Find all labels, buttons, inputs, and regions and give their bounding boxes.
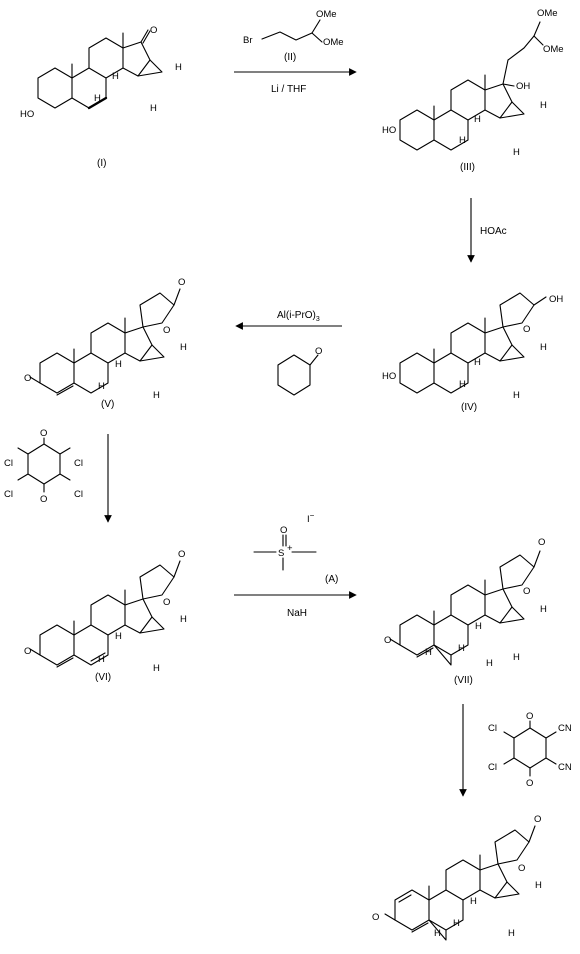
step1-conditions: Li / THF [271,84,306,95]
compound-VII-o-a: O [384,635,391,646]
compound-V-h1: H [115,359,122,370]
compound-V-label: (V) [101,399,114,410]
compound-III-h2: H [459,135,466,146]
ddq-o2: O [526,778,533,789]
compound-VI-h3: H [153,663,160,674]
compound-IV-o: O [523,324,530,335]
ddq-o1: O [526,711,533,722]
compound-V-o-keto: O [178,277,185,288]
final-o-ring: O [518,863,525,874]
compound-VI-structure [29,560,181,668]
compound-VII-h6: H [486,658,493,669]
compound-III-ho: HO [382,125,396,136]
compound-IV-oh: OH [549,294,563,305]
compound-VI-h4: H [180,614,187,625]
chloranil-structure [17,437,71,493]
compound-I-h1: H [112,71,119,82]
compound-IV-label: (IV) [461,402,477,413]
compound-VII-h2: H [458,643,465,654]
compound-IV-h3: H [513,390,520,401]
reagent-II-label: (II) [284,52,296,63]
reagent-II-ome1: OMe [316,9,337,20]
compound-I-ho: HO [20,109,34,120]
compound-V-o-ring: O [163,325,170,336]
step3-reagent: Al(i-PrO)3 [277,310,320,323]
compound-IV-h2: H [459,379,466,390]
reagent-A-s: S [278,548,284,559]
reagent-II-br: Br [243,35,253,46]
compound-IV-ho: HO [382,371,396,382]
ddq-cl2: Cl [488,762,497,773]
compound-V-h3: H [153,390,160,401]
compound-III-ome2: OMe [543,44,564,55]
cyclohexanone-structure [277,354,319,396]
compound-III-h1: H [474,114,481,125]
ddq-structure [503,720,557,777]
compound-V-o-a: O [24,373,31,384]
compound-I-h4: H [175,62,182,73]
final-o-keto: O [534,814,541,825]
ddq-cn2: CN [558,762,572,773]
compound-VII-h4: H [540,604,547,615]
compound-VII-h5: H [425,647,432,658]
compound-VII-h3: H [513,652,520,663]
compound-VII-label: (VII) [454,675,473,686]
chloranil-cl3: Cl [4,489,13,500]
reagent-A-plus: + [287,543,293,554]
final-h4: H [535,880,542,891]
final-o-a: O [372,912,379,923]
cyclohexanone-o: O [315,346,322,357]
ddq-cl1: Cl [488,723,497,734]
compound-VI-label: (VI) [95,672,111,683]
compound-V-h2: H [98,381,105,392]
final-product-structure [384,825,536,941]
compound-V-h4: H [180,342,187,353]
chloranil-cl4: Cl [74,489,83,500]
compound-VII-o-ring: O [523,586,530,597]
reagent-A-o: O [280,525,287,536]
final-h1: H [470,896,477,907]
final-h2: H [453,918,460,929]
compound-IV-h4: H [540,342,547,353]
compound-VI-h1: H [115,631,122,642]
compound-I-label: (I) [97,158,106,169]
compound-III-ome1: OMe [537,8,558,19]
compound-VI-h2: H [98,654,105,665]
compound-III-label: (III) [460,162,475,173]
compound-III-h3: H [513,147,520,158]
compound-VII-o-keto: O [538,537,545,548]
compound-VI-o-keto: O [178,549,185,560]
compound-III-h4: H [540,100,547,111]
step2-conditions: HOAc [480,226,507,237]
reagent-II-structure [261,19,323,43]
compound-III-oh: OH [516,81,530,92]
compound-IV-h1: H [474,357,481,368]
sulfoxonium-reagent-structure [253,534,317,571]
reagent-A-iodide: I− [307,511,315,525]
chloranil-o2: O [40,494,47,505]
chloranil-cl2: Cl [74,458,83,469]
reagent-II-ome2: OMe [323,37,344,48]
compound-VII-h1: H [475,621,482,632]
compound-VI-o-a: O [24,646,31,657]
compound-I-o: O [150,25,157,36]
compound-VII-structure [389,550,541,666]
final-h5: H [434,928,441,939]
step5-conditions: NaH [287,608,307,619]
ddq-cn1: CN [558,723,572,734]
reagent-A-label: (A) [325,574,338,585]
chloranil-o1: O [40,428,47,439]
compound-III-structure [399,21,544,151]
final-h3: H [508,928,515,939]
compound-I-structure [37,29,163,110]
compound-IV-structure [399,292,547,394]
chloranil-cl1: Cl [4,458,13,469]
compound-I-h3: H [150,103,157,114]
compound-V-structure [29,288,181,396]
compound-VI-o-ring: O [163,597,170,608]
compound-I-h2: H [94,93,101,104]
